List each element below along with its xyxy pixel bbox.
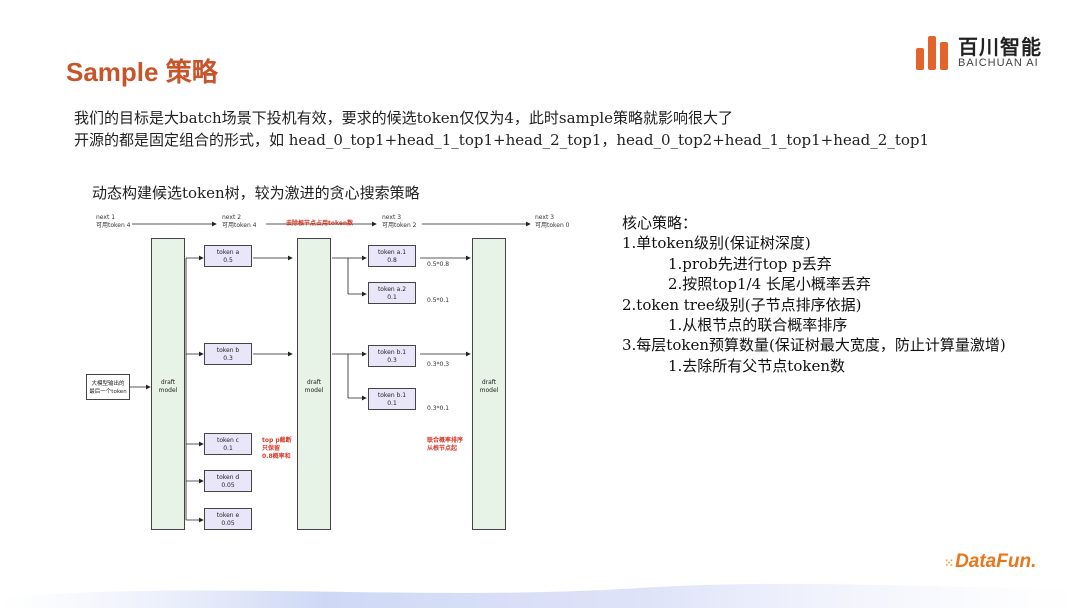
page-title: Sample 策略 [66, 57, 218, 87]
strategy-item-1-2: 2.按照top1/4 长尾小概率丢弃 [668, 275, 871, 294]
datafun-dots-icon: ⁙ [944, 556, 955, 570]
strategy-item-1: 1.单token级别(保证树深度) [622, 234, 811, 253]
joint-prob-b1: 0.3*0.3 [427, 361, 450, 368]
strategy-heading: 核心策略： [622, 214, 698, 232]
strategy-item-2-1: 1.从根节点的联合概率排序 [668, 315, 848, 334]
diagram-subheading: 动态构建候选token树，较为激进的贪心搜索策略 [92, 184, 420, 202]
joint-sort-note: 联合概率排序从根节点起 [427, 437, 464, 452]
joint-prob-a2: 0.5*0.1 [427, 297, 450, 304]
footer-wave [0, 583, 1080, 608]
logo-text-cn: 百川智能 [958, 35, 1042, 59]
intro-line-2: 开源的都是固定组合的形式，如 head_0_top1+head_1_top1+h… [74, 131, 930, 149]
strategy-item-3: 3.每层token预算数量(保证树最大宽度，防止计算量激增) [622, 336, 1006, 355]
logo-text-en: BAICHUAN AI [958, 57, 1039, 69]
joint-prob-b1-second: 0.3*0.1 [427, 405, 450, 412]
strategy-item-1-1: 1.prob先进行top p丢弃 [668, 254, 832, 273]
source-token-box: 大模型输出的最后一个token [86, 374, 130, 400]
intro-line-1: 我们的目标是大batch场景下投机有效，要求的候选token仅仅为4，此时sam… [74, 109, 734, 127]
step-note: 去除根节点占用token数 [286, 220, 354, 227]
core-strategy-list: 核心策略： 1.单token级别(保证树深度) 1.prob先进行top p丢弃… [622, 212, 1072, 375]
baichuan-logo: 百川智能 BAICHUAN AI [916, 30, 1056, 74]
datafun-logo: ⁙DataFun. [944, 551, 1037, 572]
strategy-item-2: 2.token tree级别(子节点排序依据) [622, 295, 862, 314]
joint-prob-a1: 0.5*0.8 [427, 261, 450, 268]
baichuan-logo-icon [916, 32, 952, 70]
strategy-item-3-1: 1.去除所有父节点token数 [668, 356, 845, 375]
diagram-connectors [130, 221, 531, 523]
